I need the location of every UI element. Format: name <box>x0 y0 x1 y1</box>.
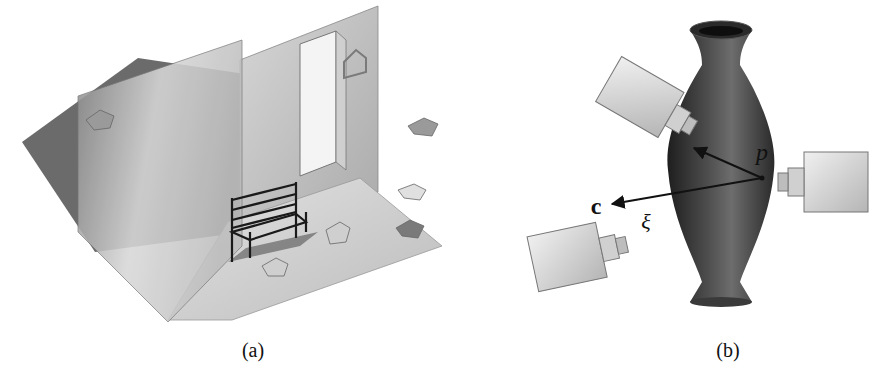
wall-window <box>344 50 366 78</box>
bench <box>232 182 306 262</box>
door-leaf <box>336 31 346 170</box>
cameras-a <box>86 110 438 276</box>
caption-label: (b) <box>716 340 739 360</box>
vase <box>667 30 774 302</box>
doorway <box>300 31 336 176</box>
vector-label: ξ <box>641 211 650 233</box>
normal-arrow <box>694 148 762 178</box>
view-arrow <box>612 178 762 204</box>
camera-left <box>527 217 633 292</box>
camera-top <box>596 56 707 150</box>
slanted-wall <box>78 40 242 322</box>
camera-right <box>778 152 868 212</box>
vase-lip <box>690 21 752 39</box>
point-label: p <box>756 140 768 164</box>
caption-label: (a) <box>242 340 264 360</box>
vase-foot <box>690 297 752 307</box>
vase-mouth <box>699 26 743 36</box>
vector-label: c <box>591 194 602 218</box>
